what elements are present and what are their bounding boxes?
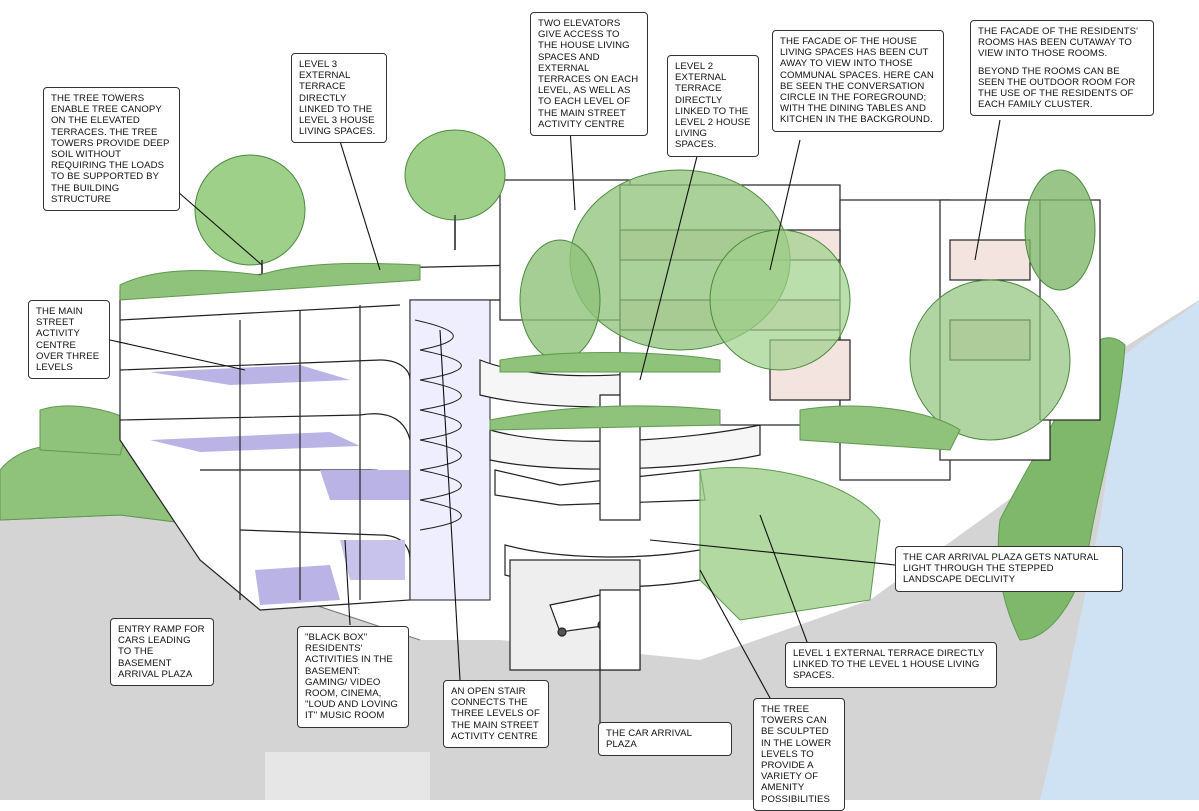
callout-text: THE TREE TOWERS ENABLE TREE CANOPY ON TH…	[51, 93, 170, 205]
callout-text: BEYOND THE ROOMS CAN BE SEEN THE OUTDOOR…	[978, 65, 1136, 111]
callout-leader-lines	[109, 119, 1001, 725]
callout-black-box: "BLACK BOX" RESIDENTS' ACTIVITIES IN THE…	[297, 626, 409, 728]
callout-car-arrival-plaza: THE CAR ARRIVAL PLAZA	[598, 722, 732, 757]
callout-text: TWO ELEVATORS GIVE ACCESS TO THE HOUSE L…	[538, 18, 639, 130]
callout-text: AN OPEN STAIR CONNECTS THE THREE LEVELS …	[451, 686, 540, 742]
open-stair-spiral	[409, 299, 491, 601]
callout-text: THE TREE TOWERS CAN BE SCULPTED IN THE L…	[761, 704, 832, 805]
trees	[194, 129, 1096, 441]
callout-main-street: THE MAIN STREET ACTIVITY CENTRE OVER THR…	[28, 300, 110, 380]
roof-planting	[119, 262, 961, 621]
callout-text: THE CAR ARRIVAL PLAZA	[606, 728, 692, 751]
callout-text: "BLACK BOX" RESIDENTS' ACTIVITIES IN THE…	[305, 632, 398, 722]
callout-level2-terrace: LEVEL 2 EXTERNAL TERRACE DIRECTLY LINKED…	[667, 55, 759, 157]
callout-text: THE CAR ARRIVAL PLAZA GETS NATURAL LIGHT…	[903, 552, 1099, 586]
callout-text: THE FACADE OF THE RESIDENTS' ROOMS HAS B…	[978, 26, 1139, 60]
callout-text: THE MAIN STREET ACTIVITY CENTRE OVER THR…	[36, 306, 100, 374]
callout-entry-ramp: ENTRY RAMP FOR CARS LEADING TO THE BASEM…	[110, 618, 214, 687]
callout-text: LEVEL 2 EXTERNAL TERRACE DIRECTLY LINKED…	[675, 61, 751, 151]
callout-text: LEVEL 1 EXTERNAL TERRACE DIRECTLY LINKED…	[793, 648, 985, 682]
callout-car-plaza-light: THE CAR ARRIVAL PLAZA GETS NATURAL LIGHT…	[895, 546, 1123, 592]
callout-tree-towers-canopy: THE TREE TOWERS ENABLE TREE CANOPY ON TH…	[43, 87, 180, 212]
callout-tree-towers-sculpted: THE TREE TOWERS CAN BE SCULPTED IN THE L…	[753, 698, 845, 811]
callout-text: THE FACADE OF THE HOUSE LIVING SPACES HA…	[780, 36, 934, 126]
callout-open-stair: AN OPEN STAIR CONNECTS THE THREE LEVELS …	[443, 680, 549, 749]
callout-facade-living-spaces: THE FACADE OF THE HOUSE LIVING SPACES HA…	[772, 30, 944, 132]
callout-text: ENTRY RAMP FOR CARS LEADING TO THE BASEM…	[118, 624, 205, 680]
callout-two-elevators: TWO ELEVATORS GIVE ACCESS TO THE HOUSE L…	[530, 12, 648, 137]
main-street-building	[119, 264, 521, 611]
callout-level1-terrace: LEVEL 1 EXTERNAL TERRACE DIRECTLY LINKED…	[785, 642, 997, 688]
car-arrival-plaza	[509, 559, 641, 671]
callout-facade-residents-rooms: THE FACADE OF THE RESIDENTS' ROOMS HAS B…	[970, 20, 1154, 117]
callout-level3-terrace: LEVEL 3 EXTERNAL TERRACE DIRECTLY LINKED…	[291, 53, 387, 144]
callout-text: LEVEL 3 EXTERNAL TERRACE DIRECTLY LINKED…	[299, 59, 376, 138]
